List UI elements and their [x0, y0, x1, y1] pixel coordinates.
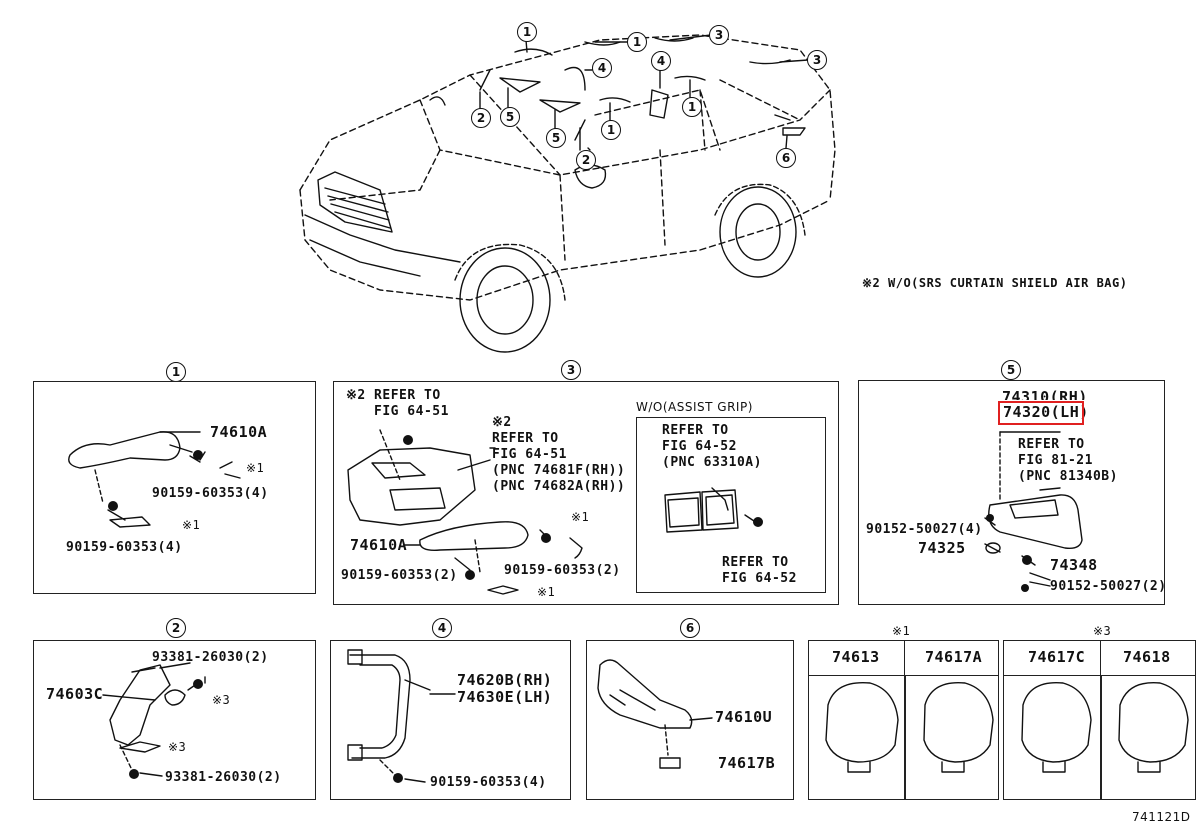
note-mark: ※1: [537, 585, 556, 599]
note-mark: ※1: [246, 461, 265, 475]
section-number-3: 3: [561, 360, 581, 380]
part-74610A[interactable]: 74610A: [350, 536, 408, 554]
part-74610U[interactable]: 74610U: [715, 708, 773, 726]
part-74610A[interactable]: 74610A: [210, 423, 268, 441]
note-mark: ※1: [571, 510, 590, 524]
part-90159-60353[interactable]: 90159-60353(4): [152, 486, 269, 501]
overview-callout-3: 3: [709, 25, 729, 45]
cap-group-1-note: ※1: [892, 624, 911, 638]
inset-refer: FIG 64-52: [662, 439, 737, 454]
overview-callout-1: 1: [517, 22, 537, 42]
section-2-panel: [33, 640, 316, 800]
section-number-4: 4: [432, 618, 452, 638]
part-74613[interactable]: 74613: [832, 648, 880, 666]
refer-note: ※2: [492, 415, 512, 430]
inset-refer: REFER TO: [662, 423, 729, 438]
refer-fig-64-51: ※2 REFER TO: [346, 388, 441, 403]
inset-refer: FIG 64-52: [722, 571, 797, 586]
section-4-panel: [330, 640, 571, 800]
airbag-note: ※2 W/O(SRS CURTAIN SHIELD AIR BAG): [862, 276, 1128, 290]
cap-cell: [1100, 640, 1196, 676]
note-mark: ※3: [168, 740, 187, 754]
overview-callout-6: 6: [776, 148, 796, 168]
refer-note: (PNC 74682A(RH)): [492, 479, 626, 494]
part-90159-60353[interactable]: 90159-60353(4): [66, 540, 183, 555]
overview-callout-2: 2: [471, 108, 491, 128]
part-93381-26030[interactable]: 93381-26030(2): [152, 650, 269, 665]
part-74617C[interactable]: 74617C: [1028, 648, 1086, 666]
overview-callout-1: 1: [682, 97, 702, 117]
part-74603C[interactable]: 74603C: [46, 685, 104, 703]
section-1-panel: [33, 381, 316, 594]
overview-callout-5: 5: [500, 107, 520, 127]
refer-fig-64-51: FIG 64-51: [374, 404, 449, 419]
section-number-5: 5: [1001, 360, 1021, 380]
refer-note: FIG 64-51: [492, 447, 567, 462]
section-3-panel: [333, 381, 839, 605]
overview-callout-4: 4: [651, 51, 671, 71]
part-90159-60353[interactable]: 90159-60353(4): [430, 775, 547, 790]
overview-callout-1: 1: [627, 32, 647, 52]
part-74348[interactable]: 74348: [1050, 556, 1098, 574]
part-74325[interactable]: 74325: [918, 539, 966, 557]
refer-fig-81-21: (PNC 81340B): [1018, 469, 1118, 484]
section-number-6: 6: [680, 618, 700, 638]
inset-title: W/O(ASSIST GRIP): [636, 400, 753, 414]
cap-cell: [904, 640, 999, 676]
refer-fig-81-21: FIG 81-21: [1018, 453, 1093, 468]
part-90159-60353[interactable]: 90159-60353(2): [341, 568, 458, 583]
vehicle-illustration: [299, 34, 836, 301]
part-90152-50027[interactable]: 90152-50027(4): [866, 522, 983, 537]
part-74617B[interactable]: 74617B: [718, 754, 776, 772]
part-93381-26030[interactable]: 93381-26030(2): [165, 770, 282, 785]
refer-note: REFER TO: [492, 431, 559, 446]
part-74620B-rh[interactable]: 74620B(RH): [457, 671, 553, 689]
overview-callout-1: 1: [601, 120, 621, 140]
note-mark: ※3: [212, 693, 231, 707]
part-74320-lh[interactable]: 74320(LH): [1003, 403, 1089, 421]
part-74630E-lh[interactable]: 74630E(LH): [457, 688, 553, 706]
inset-panel: [636, 417, 826, 593]
refer-note: (PNC 74681F(RH)): [492, 463, 626, 478]
section-number-1: 1: [166, 362, 186, 382]
cap-divider: [1100, 675, 1102, 800]
note-mark: ※1: [182, 518, 201, 532]
inset-refer: (PNC 63310A): [662, 455, 762, 470]
overview-callout-2: 2: [576, 150, 596, 170]
section-6-panel: [586, 640, 794, 800]
part-74618[interactable]: 74618: [1123, 648, 1171, 666]
part-90152-50027[interactable]: 90152-50027(2): [1050, 579, 1167, 594]
refer-fig-81-21: REFER TO: [1018, 437, 1085, 452]
part-90159-60353[interactable]: 90159-60353(2): [504, 563, 621, 578]
part-74310-rh[interactable]: 74310(RH): [1002, 390, 1088, 400]
cap-divider: [904, 675, 906, 800]
section-5-panel: [858, 380, 1165, 605]
diagram-id: 741121D: [1132, 810, 1191, 824]
cap-group-3-note: ※3: [1093, 624, 1112, 638]
section-number-2: 2: [166, 618, 186, 638]
overview-callout-5: 5: [546, 128, 566, 148]
part-74617A[interactable]: 74617A: [925, 648, 983, 666]
inset-refer: REFER TO: [722, 555, 789, 570]
overview-callout-3: 3: [807, 50, 827, 70]
overview-callout-4: 4: [592, 58, 612, 78]
selection-highlight: [998, 401, 1084, 425]
